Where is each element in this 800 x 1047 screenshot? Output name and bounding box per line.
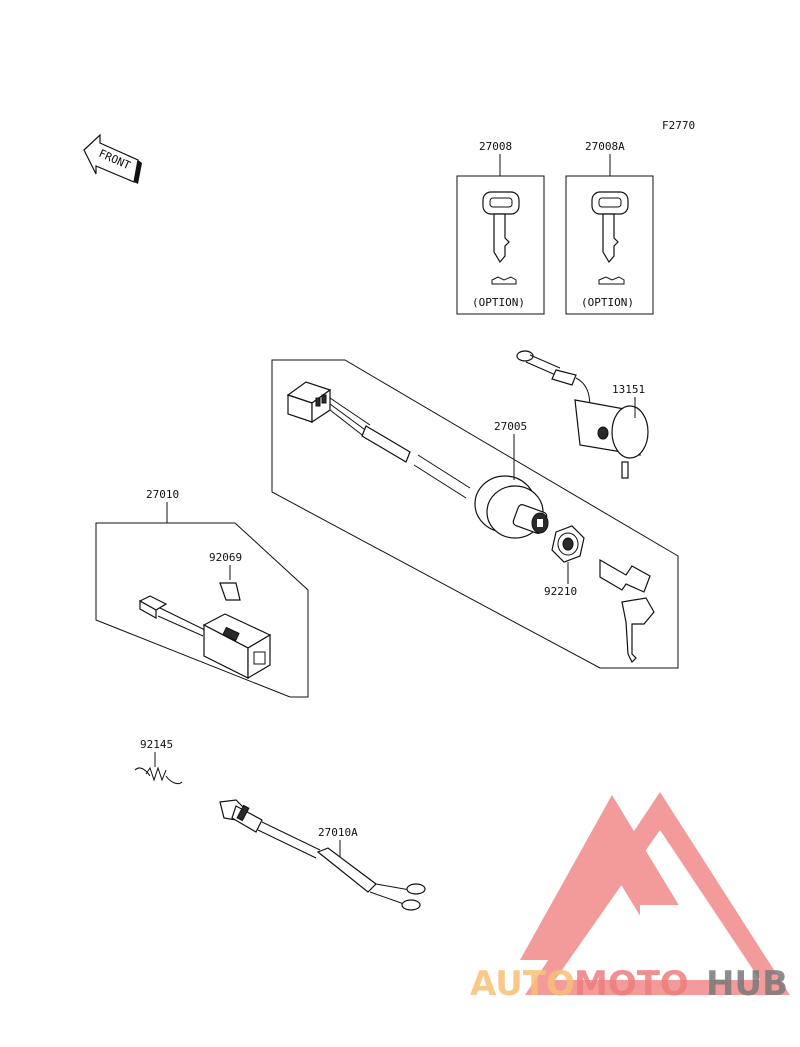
watermark-text: AUTO MOTO HUB (470, 964, 788, 1004)
socket-icon (516, 350, 649, 479)
front-arrow-icon: FRONT (83, 133, 142, 184)
clip-icon (219, 582, 241, 601)
key-icon (591, 191, 629, 264)
push-switch-icon (138, 595, 272, 680)
label-27010A: 27010A (318, 826, 358, 839)
label-13151: 13151 (612, 383, 645, 396)
label-92145: 92145 (140, 738, 173, 751)
option-box-27008 (456, 175, 545, 315)
label-92069: 92069 (209, 551, 242, 564)
watermark-auto: AUTO (470, 964, 575, 1004)
label-27008A: 27008A (585, 140, 625, 153)
key-icon (599, 558, 655, 664)
label-27010: 27010 (146, 488, 179, 501)
key-tag-icon (598, 276, 625, 285)
label-27005: 27005 (494, 420, 527, 433)
option-label-27008A: (OPTION) (581, 296, 634, 309)
key-tag-icon (491, 276, 517, 285)
wire-connector-icon (286, 381, 332, 424)
stop-switch-icon (219, 799, 426, 911)
watermark-logo (520, 792, 790, 995)
key-icon (482, 191, 520, 264)
hex-nut-icon (551, 525, 585, 563)
watermark-hub: HUB (706, 964, 788, 1004)
label-92210: 92210 (544, 585, 577, 598)
wire-harness (361, 425, 411, 463)
option-label-27008: (OPTION) (472, 296, 525, 309)
assembly-outline-27010 (95, 522, 309, 698)
option-box-27008A (565, 175, 654, 315)
assembly-outline-27005 (271, 359, 679, 669)
spring-icon (134, 766, 183, 785)
ignition-switch-icon (474, 475, 549, 539)
diagram-code: F2770 (662, 119, 695, 132)
watermark-moto: MOTO (574, 964, 689, 1004)
label-27008: 27008 (479, 140, 512, 153)
